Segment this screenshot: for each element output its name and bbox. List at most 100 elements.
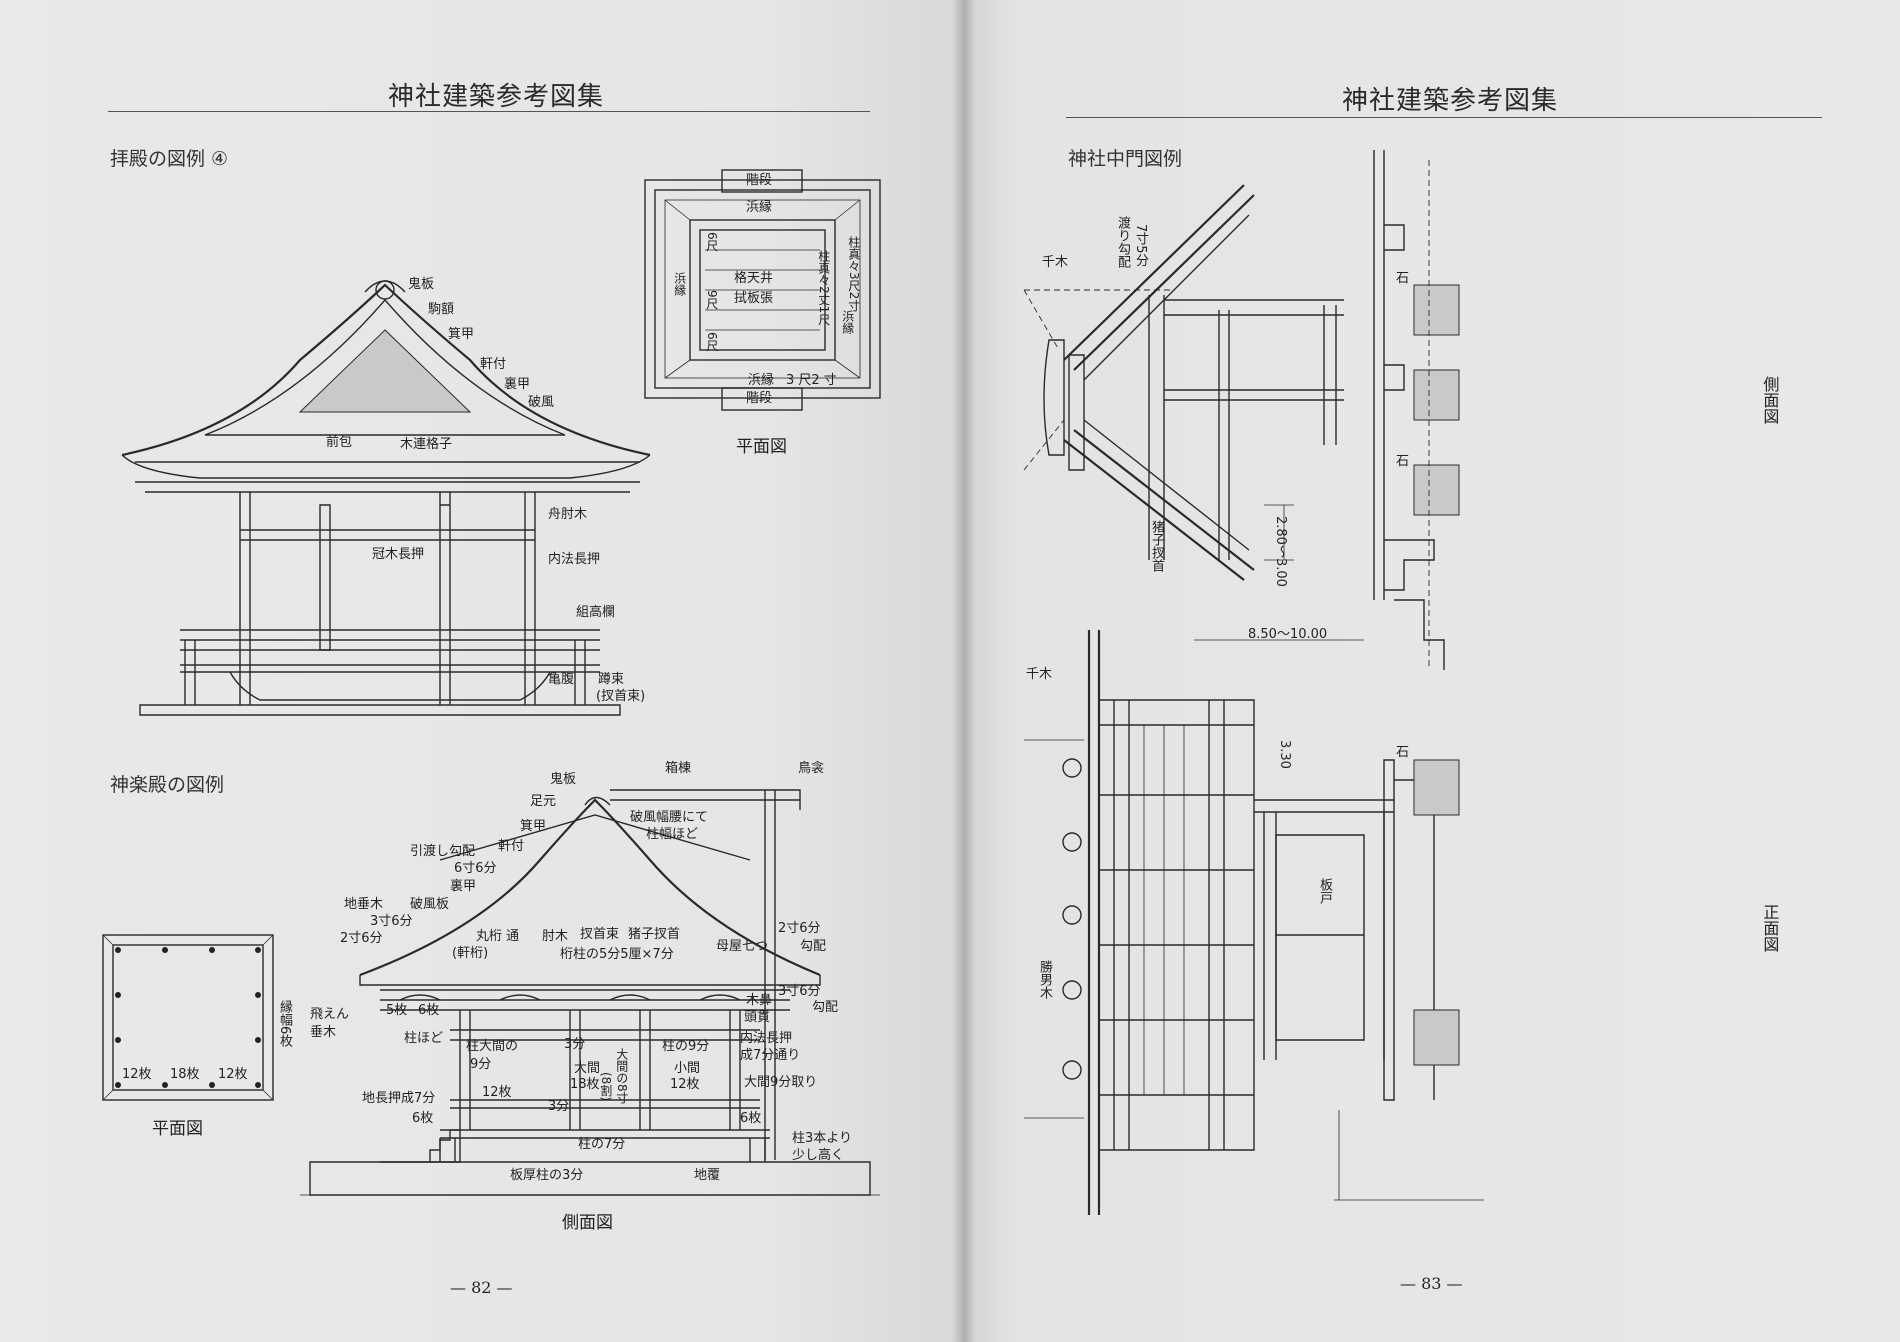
haiden-label-kabukinageshi: 冠木長押: [372, 547, 425, 562]
kagura-label-53: 少し高く: [792, 1148, 845, 1163]
haiden-label-uchinorinageshi: 内法長押: [548, 552, 601, 567]
right-label-shoumenzu: 正面図: [1760, 904, 1780, 952]
kagura-label-42: 12枚: [670, 1077, 700, 1092]
left-page: 神社建築参考図集 拝殿の図例 ④: [0, 0, 964, 1342]
haiden-plan-caption: 平面図: [736, 437, 787, 457]
right-label-ishi-3: 石: [1396, 745, 1410, 760]
right-label-chigi-bottom: 千木: [1026, 667, 1053, 682]
haiden-label-nokitsuke: 軒付: [480, 357, 507, 372]
kagura-label-10: 裏甲: [450, 879, 477, 894]
plan-label-hamaen-right: 浜縁: [840, 310, 855, 334]
kagura-label-22: 2寸6分: [778, 921, 821, 936]
plan-label-9shaku: 9尺: [704, 290, 719, 310]
kagura-side-caption: 側面図: [562, 1213, 613, 1233]
kagura-label-27: 6枚: [418, 1003, 440, 1018]
kagura-label-19: 猪子扠首: [628, 927, 681, 942]
kagura-plan: [102, 934, 274, 1101]
right-label-ishi-2: 石: [1396, 454, 1410, 469]
kagura-label-8: 6寸6分: [454, 861, 497, 876]
kagura-plan-caption: 平面図: [152, 1119, 203, 1139]
plan-label-hamaen-top: 浜縁: [746, 200, 773, 215]
kagura-label-21: 母屋七つ: [716, 939, 769, 954]
right-label-inoko-sasu: 猪子扠首: [1148, 520, 1164, 572]
haiden-label-maezutsumi: 前包: [326, 435, 353, 450]
kagura-label-38: 柱の9分: [662, 1039, 710, 1054]
right-label-sokumenzu: 側面図: [1760, 376, 1780, 424]
kagura-plan-label-12a: 12枚: [122, 1067, 152, 1082]
kagura-label-55: 地覆: [694, 1168, 721, 1183]
plan-label-fukiitabari: 拭板張: [734, 291, 774, 306]
right-label-katsuogi: 勝男木: [1036, 960, 1052, 999]
kagura-label-15: 丸桁 通: [476, 929, 520, 944]
haiden-label-urakou: 裏甲: [504, 377, 531, 392]
kagura-label-12: 破風板: [410, 897, 450, 912]
haiden-label-tsukatsuka: 蹲束: [598, 672, 625, 687]
kagura-label-26: 5枚: [386, 1003, 408, 1018]
plan-label-kaidan-top: 階段: [746, 173, 773, 188]
kagura-label-45: 大間9分取り: [744, 1075, 818, 1090]
kagura-label-30: 3寸6分: [778, 984, 821, 999]
kagura-side-elevation: [300, 789, 880, 1196]
kagura-label-13: 3寸6分: [370, 914, 413, 929]
kagura-label-34: 9分: [470, 1057, 492, 1072]
right-page-number: — 83 —: [1400, 1274, 1463, 1293]
kagura-label-5: 破風幅腰にて: [630, 810, 709, 825]
chumon-title: 神社中門図例: [1068, 148, 1183, 170]
kagura-label-3: 足元: [530, 794, 557, 809]
plan-label-hamaen-left: 浜縁: [672, 272, 687, 296]
kagura-label-41: 小間: [674, 1061, 701, 1076]
plan-label-6shaku-b: 6尺: [704, 332, 719, 352]
kagura-label-16: (軒桁): [452, 946, 489, 961]
right-page-header: 神社建築参考図集: [1342, 86, 1559, 116]
right-page-drawings: [1023, 150, 1484, 1215]
left-header-rule: [108, 111, 870, 112]
kagura-label-37: 18枚: [570, 1077, 600, 1092]
kagura-label-32: 柱ほど: [404, 1031, 444, 1046]
kagura-label-39: 内法長押: [740, 1031, 793, 1046]
right-label-dim-280-300: 2.80〜3.00: [1272, 516, 1288, 587]
left-page-drawings: [102, 169, 881, 1196]
right-page: 神社建築参考図集 神社中門図例: [964, 0, 1900, 1342]
kagura-label-17: 肘木: [542, 929, 569, 944]
kagura-label-0: 鬼板: [550, 772, 577, 787]
haiden-label-kitsuregoushi: 木連格子: [400, 437, 453, 452]
kagura-label-48: 3分: [548, 1099, 570, 1114]
kagura-title: 神楽殿の図例: [110, 774, 225, 796]
plan-label-kaidan-bottom: 階段: [746, 391, 773, 406]
right-label-dim-330: 3.30: [1276, 740, 1292, 769]
plan-label-hashirama-3shaku: 柱真々3尺2寸: [846, 236, 861, 312]
kagura-label-49: 6枚: [412, 1111, 434, 1126]
haiden-label-funahijiki: 舟肘木: [548, 507, 588, 522]
haiden-label-sasuzuka: (扠首束): [596, 689, 646, 704]
kagura-label-6: 柱幅ほど: [646, 827, 699, 842]
kagura-label-33: 柱大間の: [466, 1039, 519, 1054]
kagura-label-44: (8割): [598, 1072, 613, 1101]
kagura-label-51: 柱の7分: [578, 1137, 626, 1152]
kagura-plan-label-12b: 12枚: [218, 1067, 248, 1082]
kagura-label-47: 12枚: [482, 1085, 512, 1100]
kagura-plan-label-18: 18枚: [170, 1067, 200, 1082]
kagura-label-9: 軒付: [498, 839, 525, 854]
plan-label-6shaku-a: 6尺: [704, 232, 719, 252]
haiden-label-onita: 鬼板: [408, 277, 435, 292]
right-label-itado: 板戸: [1316, 878, 1332, 904]
kagura-label-23: 勾配: [800, 939, 827, 954]
book-gutter: [952, 0, 976, 1342]
right-label-7sun5bu: 7寸5分: [1132, 224, 1148, 267]
left-page-header: 神社建築参考図集: [388, 82, 605, 112]
haiden-elevation: [121, 280, 651, 716]
right-label-chigi-top: 千木: [1042, 255, 1069, 270]
kagura-label-20: 桁柱の5分5厘×7分: [560, 947, 674, 962]
haiden-title: 拝殿の図例 ④: [110, 148, 229, 170]
right-label-dim-850-1000: 8.50〜10.00: [1248, 627, 1328, 642]
kagura-label-2: 鳥衾: [798, 761, 825, 776]
kagura-label-40: 成7分通り: [740, 1048, 801, 1063]
kagura-label-18: 扠首束: [580, 927, 620, 942]
kagura-label-24: 飛えん: [310, 1007, 350, 1022]
chumon-side-section: [1023, 150, 1460, 670]
haiden-label-hafu: 破風: [528, 395, 555, 410]
kagura-plan-label-enhaba: 縁幅6枚: [276, 1000, 292, 1048]
right-label-ishi-1: 石: [1396, 271, 1410, 286]
kagura-label-11: 地垂木: [344, 897, 384, 912]
